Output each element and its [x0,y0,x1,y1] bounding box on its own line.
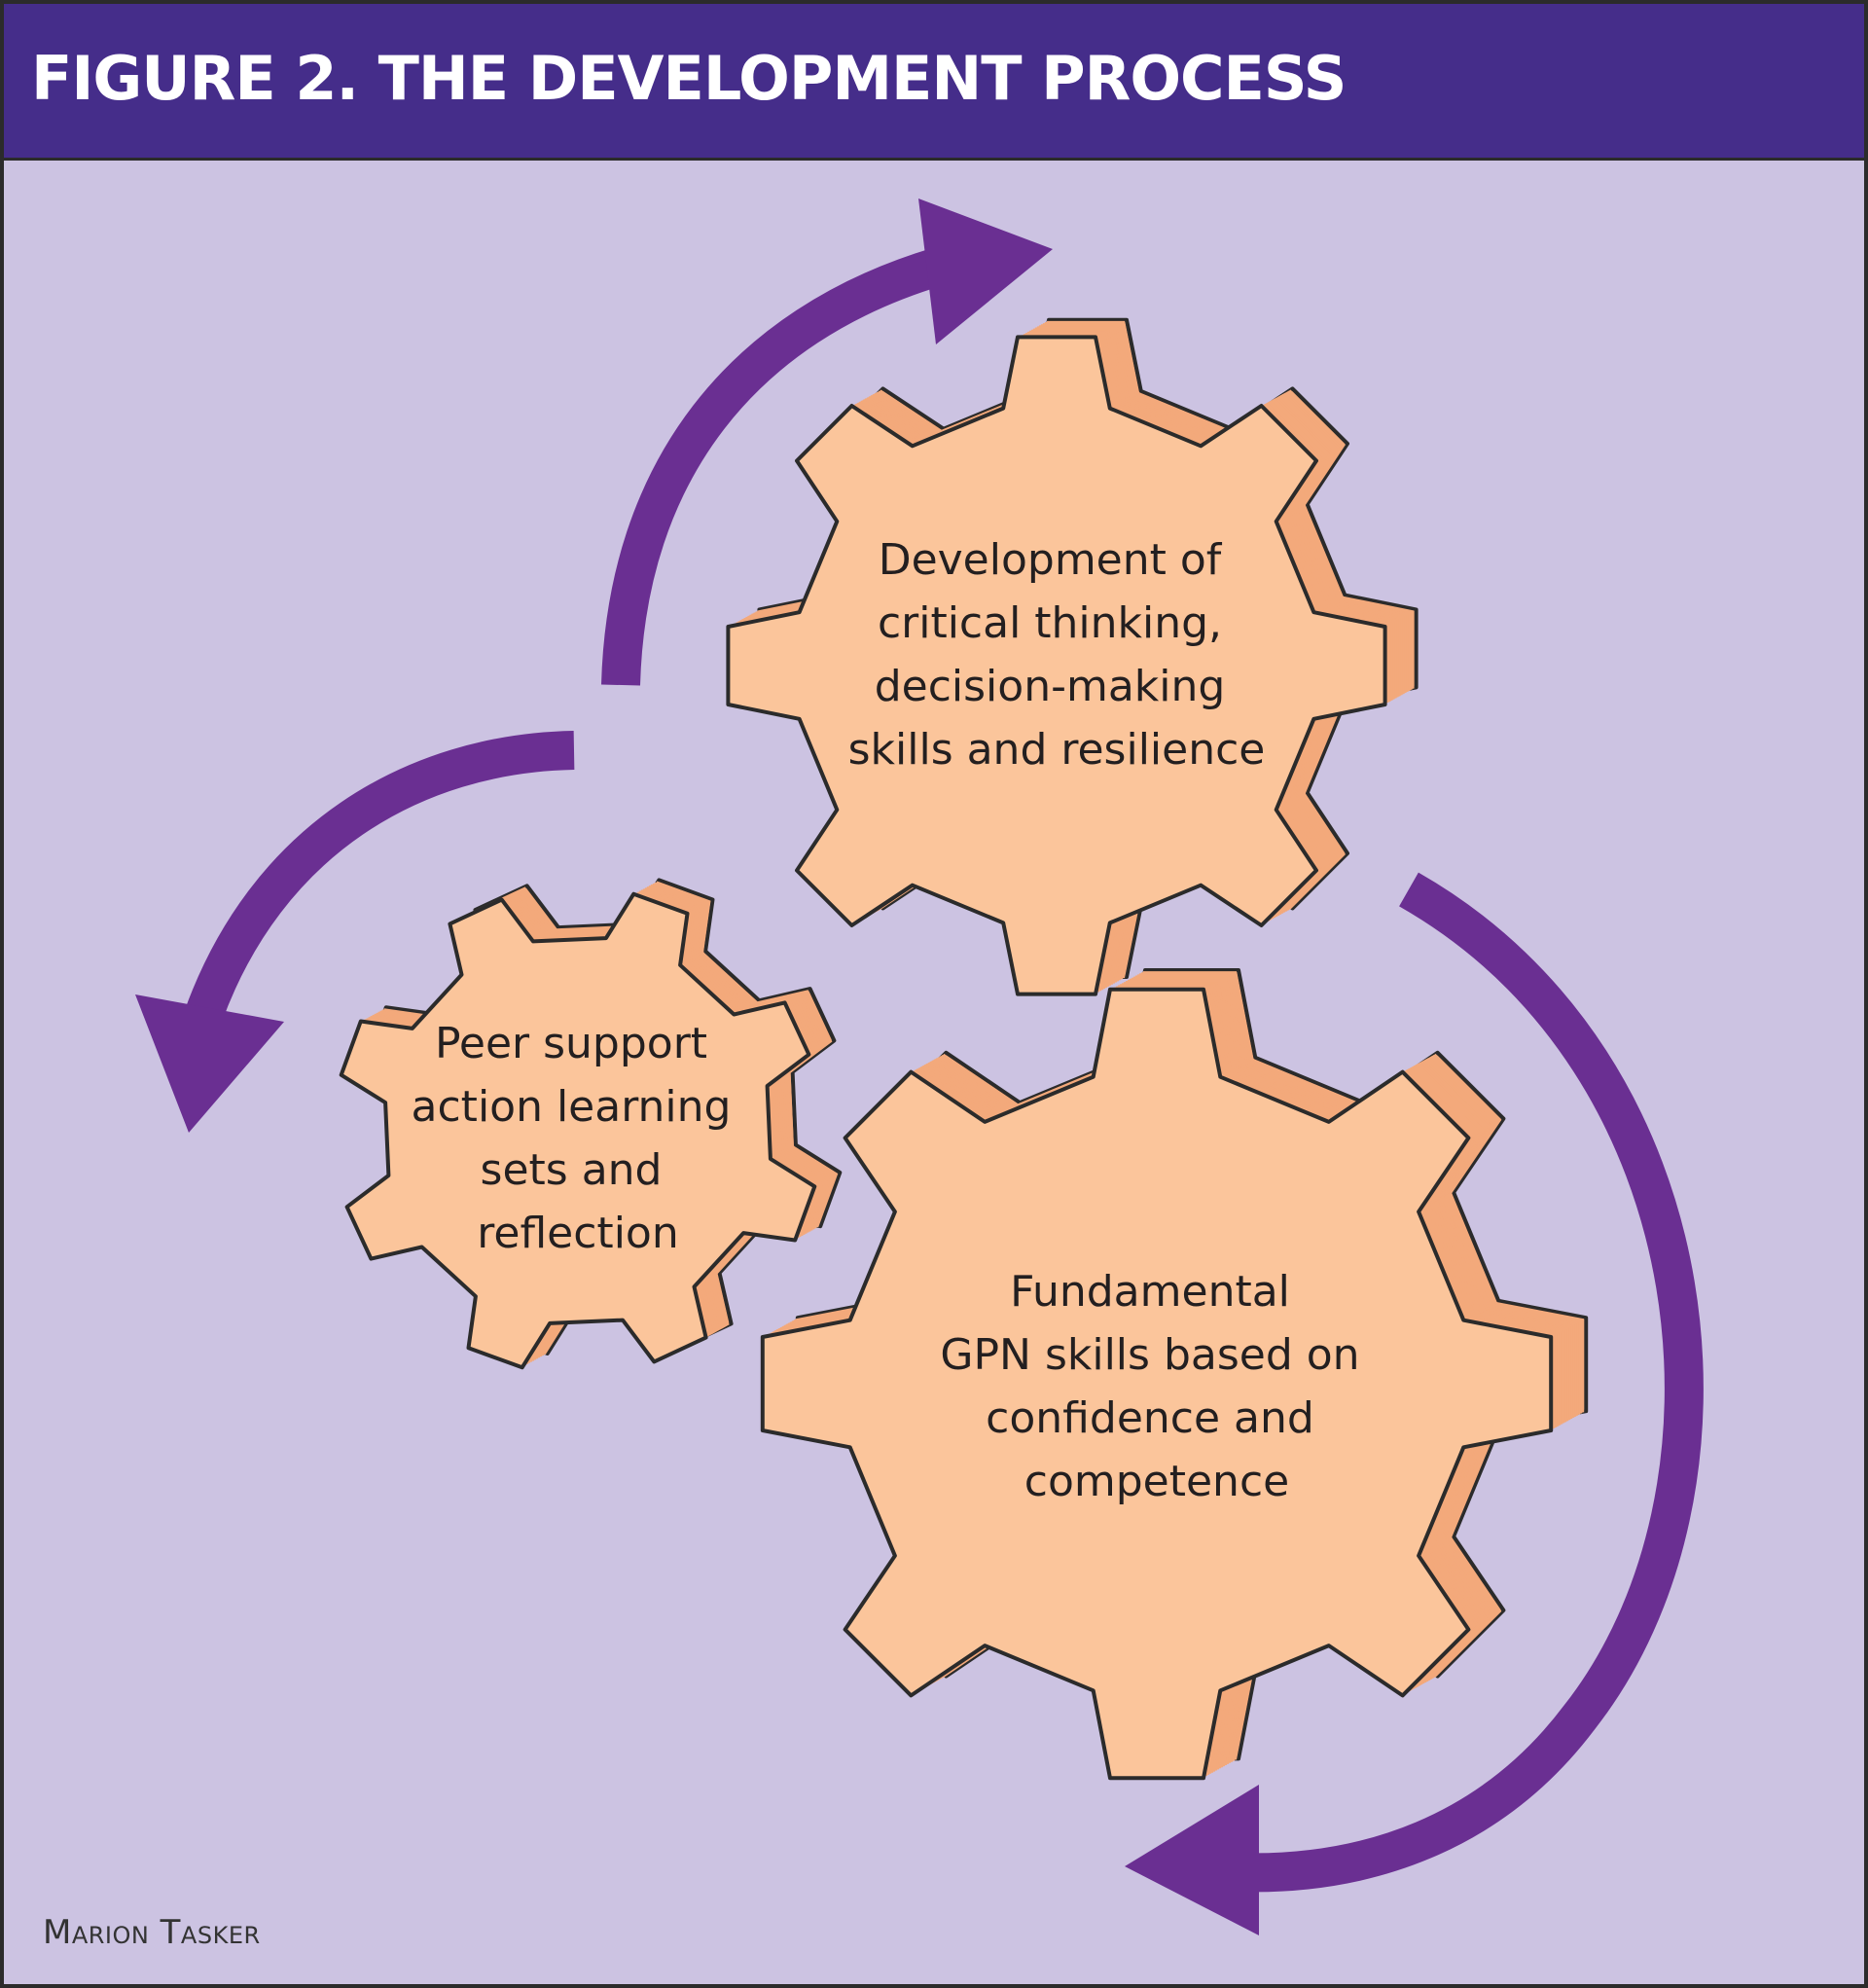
gear-top-line: decision-making [875,662,1226,711]
cycle-arrows [135,199,1704,1935]
gears [339,317,1589,1781]
gear-top-line: critical thinking, [878,598,1222,648]
gear-bottom [760,968,1589,1781]
arrow-top-head [918,199,1053,344]
gear-top-line: skills and resilience [848,725,1266,775]
arrow-right-head [1125,1785,1259,1935]
gear-top-line: Development of [879,535,1223,585]
gear-left-line: reflection [477,1209,678,1258]
illustrator-credit: Marion Tasker [43,1913,261,1952]
gear-left-line: action learning [412,1082,732,1132]
gear-left-face [339,891,817,1370]
arrow-left-head [135,994,284,1133]
figure-title: FIGURE 2. THE DEVELOPMENT PROCESS [31,43,1347,114]
gear-left [339,878,843,1370]
gear-top [726,317,1419,996]
figure-header: FIGURE 2. THE DEVELOPMENT PROCESS [4,4,1864,161]
gear-top-label: Development of critical thinking, decisi… [848,535,1266,775]
gear-bottom-line: GPN skills based on [940,1330,1359,1380]
gear-labels: Development of critical thinking, decisi… [412,535,1373,1506]
gear-bottom-label: Fundamental GPN skills based on confiden… [940,1267,1373,1506]
arrow-right-shaft [1234,872,1704,1893]
gear-bottom-line: Fundamental [1010,1267,1290,1317]
gear-left-label: Peer support action learning sets and re… [412,1019,745,1258]
development-process-diagram: Development of critical thinking, decisi… [135,199,1704,1935]
gear-bottom-line: confidence and [986,1393,1314,1443]
gear-bottom-line: competence [1024,1457,1289,1506]
arrow-left-shaft [185,731,575,1023]
gear-left-line: sets and [481,1145,663,1195]
arrow-top-shaft [601,247,944,686]
gear-left-line: Peer support [435,1019,707,1068]
gear-top-face [726,335,1387,996]
gear-bottom-face [760,987,1554,1781]
